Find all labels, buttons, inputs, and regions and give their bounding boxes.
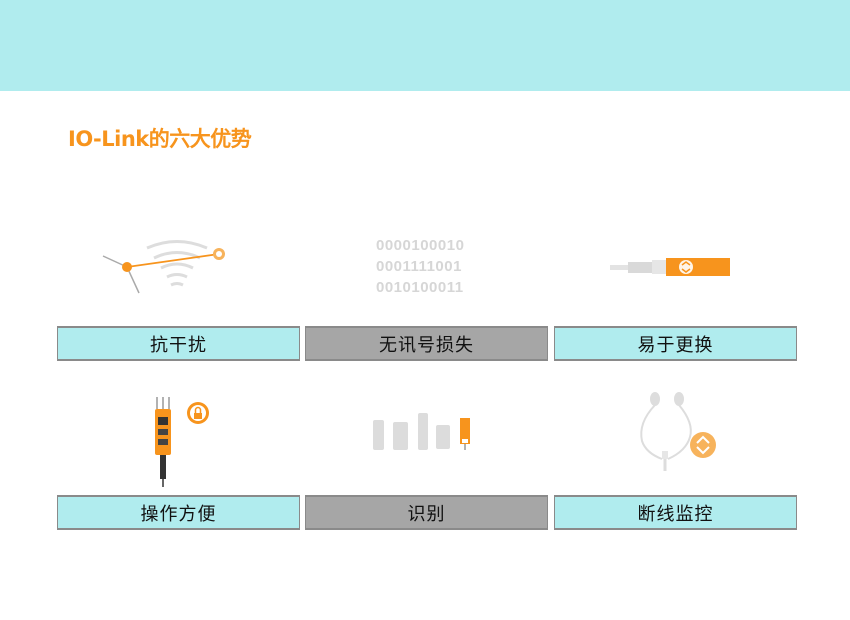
device-identification-icon: [373, 413, 470, 450]
tile-label-no-signal-loss: 无讯号损失: [305, 326, 548, 361]
binary-line: 0000100010: [376, 237, 465, 254]
binary-signal-icon: 0000100010 0001111001 0010100011: [305, 220, 545, 340]
tile-label-easy-operation: 操作方便: [57, 495, 300, 530]
interference-resistance-icon: [102, 240, 225, 294]
binary-line: 0010100011: [376, 279, 464, 296]
tile-label-identification: 识别: [305, 495, 548, 530]
top-banner: [0, 0, 850, 91]
wire-break-monitoring-icon: [640, 392, 716, 471]
sensor-replacement-icon: [610, 258, 730, 276]
locked-sensor-icon: [155, 397, 209, 487]
page-title: IO-Link的六大优势: [68, 127, 252, 151]
tile-label-easy-replacement: 易于更换: [554, 326, 797, 361]
binary-line: 0001111001: [376, 258, 462, 275]
tile-label-interference: 抗干扰: [57, 326, 300, 361]
tile-label-wire-break-monitoring: 断线监控: [554, 495, 797, 530]
